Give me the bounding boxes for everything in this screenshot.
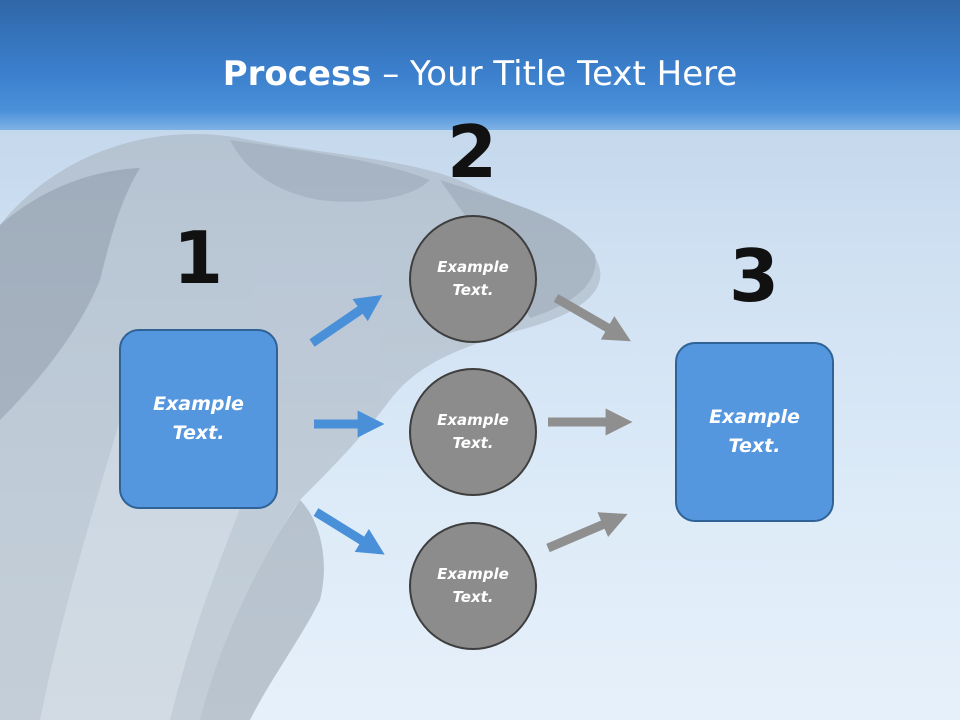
title-rest: – Your Title Text Here — [371, 54, 738, 94]
step-1-box: Example Text. — [119, 329, 278, 509]
step-2-circle-middle: Example Text. — [409, 368, 537, 496]
arrow-bottom-to-step3 — [546, 512, 628, 553]
title-bold: Process — [222, 54, 372, 94]
step-2-circle-bottom-label: Example Text. — [437, 565, 509, 606]
step-3-label: Example Text. — [709, 406, 800, 457]
step-2-circle-top-label: Example Text. — [437, 258, 509, 299]
arrow-step1-to-bottom — [313, 508, 385, 555]
step-3-box: Example Text. — [675, 342, 834, 522]
title-bar — [0, 0, 960, 130]
arrow-top-to-step3 — [553, 294, 631, 342]
step-2-circle-top: Example Text. — [409, 215, 537, 343]
step-number-3: 3 — [728, 234, 780, 318]
slide-title: Process – Your Title Text Here — [0, 54, 960, 94]
step-1-label: Example Text. — [153, 393, 244, 444]
step-number-2: 2 — [446, 110, 498, 194]
arrow-step1-to-top — [309, 294, 383, 347]
step-number-1: 1 — [172, 216, 224, 300]
step-2-circle-middle-label: Example Text. — [437, 411, 509, 452]
step-2-circle-bottom: Example Text. — [409, 522, 537, 650]
